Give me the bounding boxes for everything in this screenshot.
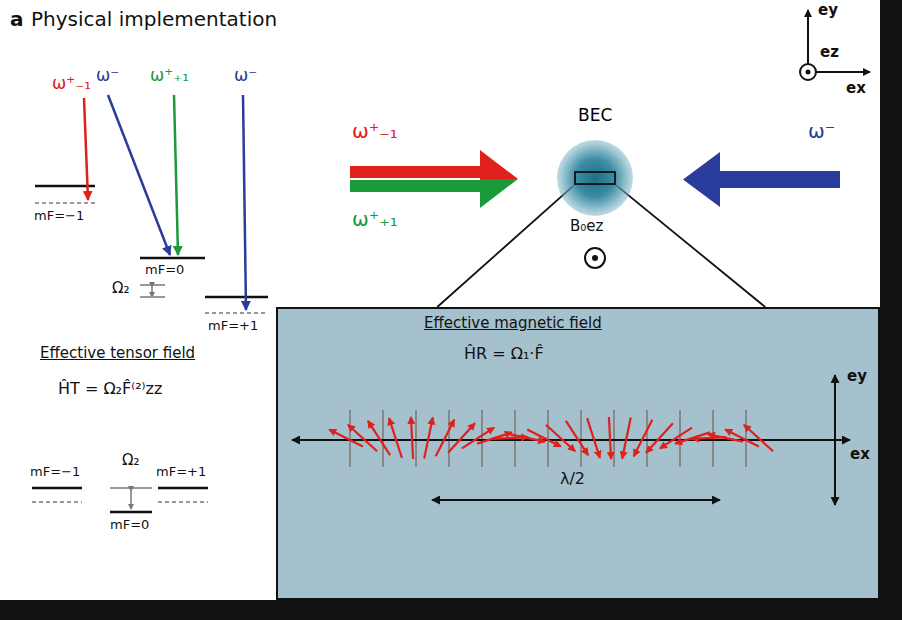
frequency-label: ω⁻ bbox=[234, 66, 257, 86]
grid-tick bbox=[382, 410, 384, 467]
spin-arrow bbox=[725, 430, 759, 447]
field-label: B₀ez bbox=[570, 218, 603, 235]
level-label: mF=+1 bbox=[208, 319, 258, 334]
figure-title: Physical implementation bbox=[31, 8, 277, 31]
axis-label: ey bbox=[847, 368, 867, 385]
level-diagram bbox=[35, 95, 268, 313]
tensor-level-diagram bbox=[32, 488, 208, 512]
frequency-label: ω⁺₋₁ bbox=[52, 74, 91, 94]
zoom-panel: Effective magnetic field ĤR = Ω₁·F̂ bbox=[276, 307, 880, 600]
spin-arrow bbox=[389, 418, 402, 458]
spin-arrow bbox=[448, 423, 475, 453]
grid-tick bbox=[679, 410, 681, 467]
spin-arrow bbox=[566, 421, 588, 455]
beam-label: ω⁻ bbox=[808, 120, 835, 143]
hamiltonian-formula: ĤR = Ω₁·F̂ bbox=[464, 345, 544, 363]
spin-arrow bbox=[660, 428, 692, 449]
grid-tick bbox=[580, 410, 582, 467]
level-label: mF=+1 bbox=[156, 465, 206, 480]
section-heading: Effective tensor field bbox=[40, 345, 195, 362]
bec-label: BEC bbox=[578, 106, 612, 126]
bec-zoom-rect bbox=[557, 140, 633, 216]
grid-tick bbox=[448, 410, 450, 467]
axis-label: ex bbox=[846, 80, 866, 97]
spin-arrow bbox=[587, 418, 600, 458]
frequency-label: ω⁺₊₁ bbox=[150, 66, 189, 86]
length-arrow bbox=[432, 499, 720, 501]
beam-label: ω⁺₋₁ bbox=[352, 120, 398, 143]
shift-label: Ω₂ bbox=[122, 452, 139, 469]
spin-arrow bbox=[744, 425, 773, 451]
axes-symbol bbox=[800, 10, 870, 80]
beam-label: ω⁺₊₁ bbox=[352, 208, 398, 231]
field-out-of-page-symbol bbox=[585, 248, 605, 268]
level-label: mF=−1 bbox=[34, 209, 84, 224]
spin-arrow bbox=[462, 428, 494, 449]
spin-arrow bbox=[436, 420, 455, 457]
section-heading: Effective magnetic field bbox=[424, 315, 602, 332]
panel-letter: a bbox=[10, 8, 24, 31]
hamiltonian-formula: ĤT = Ω₂F̂⁽²⁾zz bbox=[58, 380, 162, 398]
bec-cloud: BEC bbox=[557, 140, 633, 216]
level-label: mF=0 bbox=[145, 263, 184, 278]
spin-arrow bbox=[368, 421, 390, 455]
spin-arrow bbox=[634, 420, 653, 457]
length-label: λ/2 bbox=[560, 470, 585, 488]
spin-arrow bbox=[622, 418, 631, 459]
spin-arrow bbox=[609, 417, 611, 459]
grid-tick bbox=[613, 410, 615, 467]
y-axis bbox=[834, 375, 836, 505]
level-label: mF=−1 bbox=[30, 465, 80, 480]
axis-label: ex bbox=[850, 446, 870, 463]
spin-arrow bbox=[646, 423, 673, 453]
spin-arrow bbox=[424, 418, 433, 459]
x-axis bbox=[292, 439, 850, 441]
axis-label: ey bbox=[818, 2, 838, 19]
grid-tick bbox=[646, 410, 648, 467]
level-label: mF=0 bbox=[110, 518, 149, 533]
spin-texture bbox=[276, 307, 880, 600]
spin-arrow bbox=[411, 417, 413, 459]
shift-label: Ω₂ bbox=[112, 280, 129, 297]
grid-tick bbox=[481, 410, 483, 467]
spin-arrow bbox=[329, 430, 363, 447]
spin-arrow bbox=[527, 430, 561, 447]
grid-tick bbox=[415, 410, 417, 467]
zoom-rect bbox=[575, 172, 615, 184]
frequency-label: ω⁻ bbox=[96, 66, 119, 86]
axis-label: ez bbox=[820, 44, 839, 61]
